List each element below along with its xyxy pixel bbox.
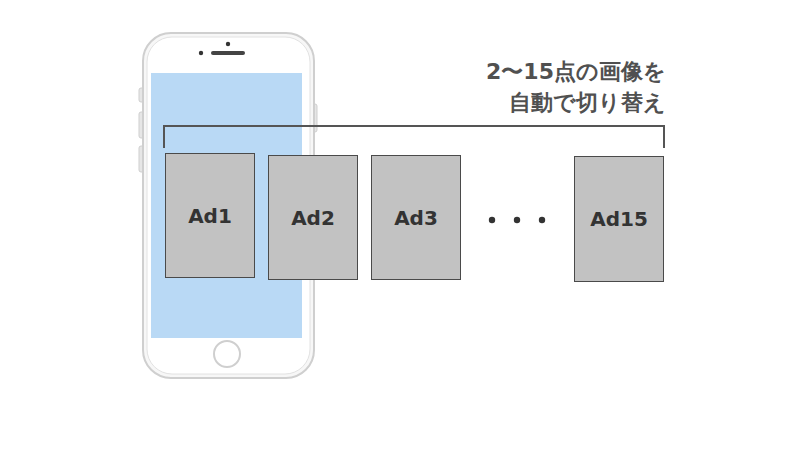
ad-box: Ad1 xyxy=(165,153,255,278)
caption-note: 2〜15点の画像を 自動で切り替え xyxy=(456,56,666,118)
ellipsis-dot xyxy=(514,217,520,223)
home-button xyxy=(214,341,240,367)
ad-label: Ad2 xyxy=(291,206,335,230)
sensor xyxy=(199,51,203,55)
ad-box: Ad2 xyxy=(268,155,358,280)
ad-box: Ad3 xyxy=(371,155,461,280)
ellipsis-dot xyxy=(489,217,495,223)
camera xyxy=(226,42,230,46)
ad-label: Ad15 xyxy=(590,207,648,231)
ellipsis-dot xyxy=(539,217,545,223)
ad-label: Ad1 xyxy=(188,204,232,228)
ad-box: Ad15 xyxy=(574,156,664,282)
speaker xyxy=(211,51,245,55)
bracket xyxy=(164,126,664,148)
ad-label: Ad3 xyxy=(394,206,438,230)
